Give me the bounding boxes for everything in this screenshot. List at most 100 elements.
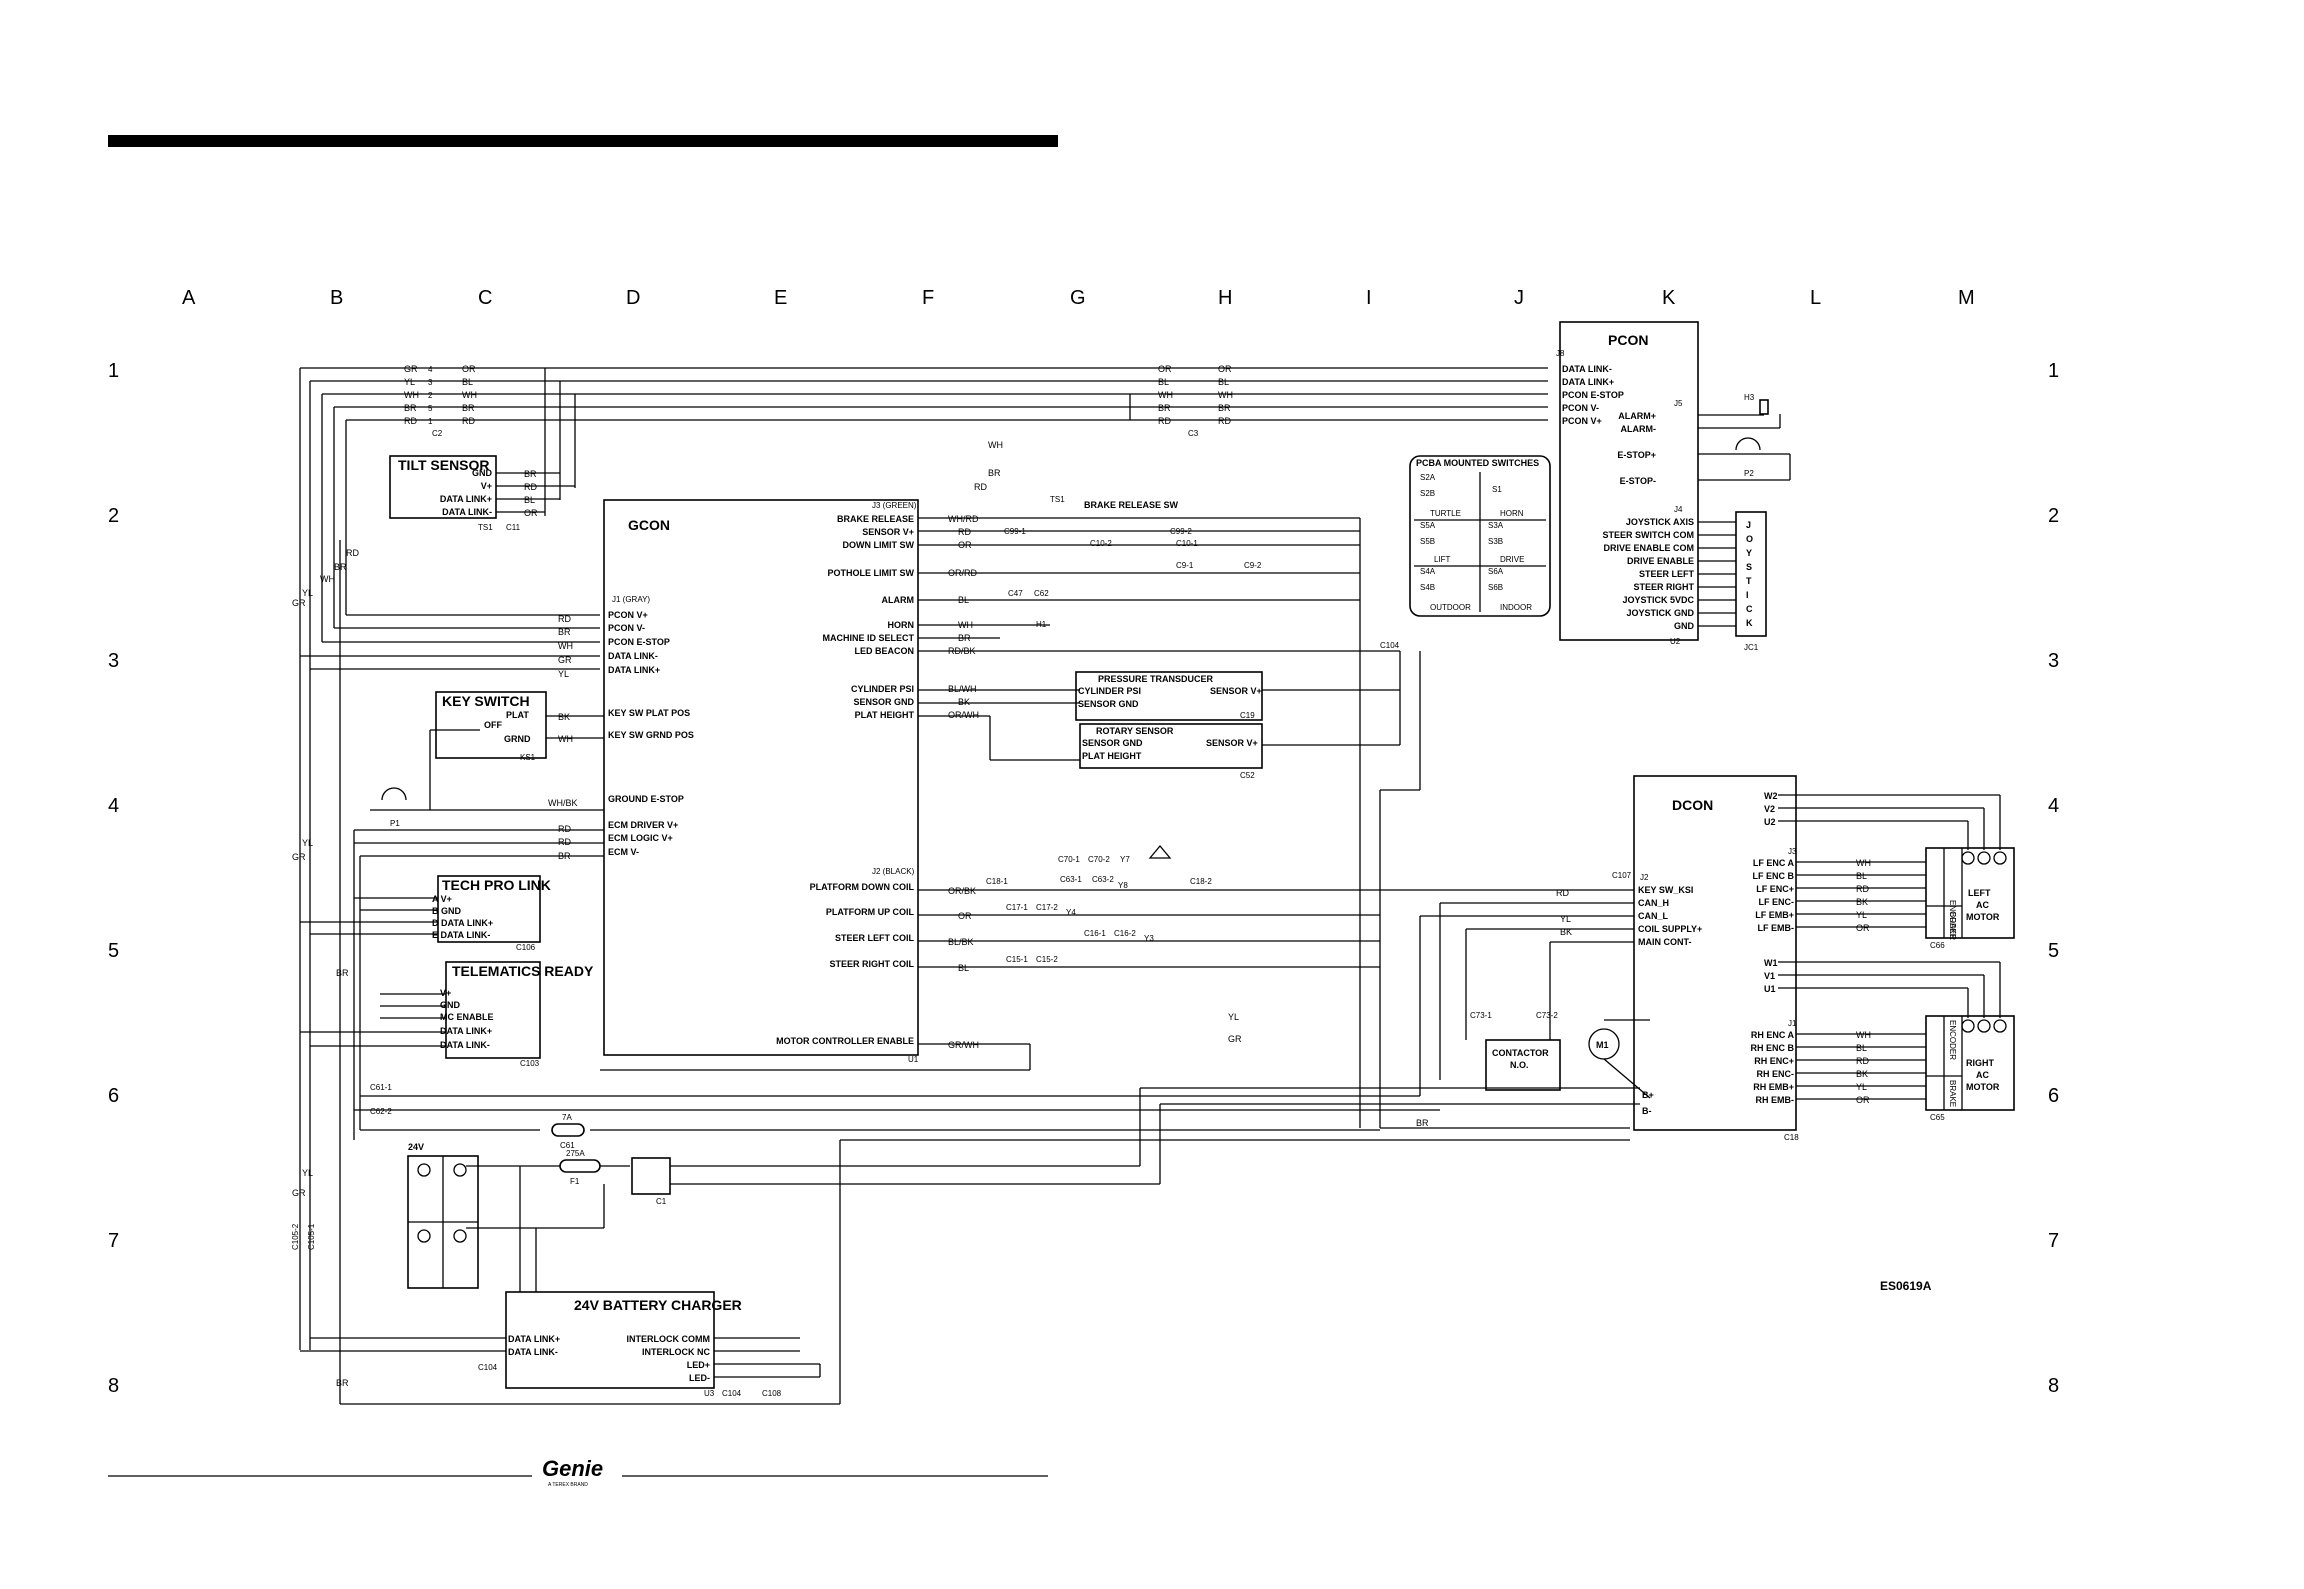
svg-text:S5A: S5A — [1420, 521, 1436, 530]
svg-text:COIL SUPPLY+: COIL SUPPLY+ — [1638, 924, 1702, 934]
svg-text:Y8: Y8 — [1118, 881, 1128, 890]
svg-text:P1: P1 — [390, 819, 400, 828]
svg-text:C66: C66 — [1930, 941, 1945, 950]
svg-text:GROUND E-STOP: GROUND E-STOP — [608, 794, 684, 804]
svg-text:W2: W2 — [1764, 791, 1778, 801]
svg-text:C103: C103 — [520, 1059, 540, 1068]
svg-text:RH ENC B: RH ENC B — [1750, 1043, 1794, 1053]
svg-text:LEFT: LEFT — [1968, 888, 1991, 898]
svg-text:MACHINE ID SELECT: MACHINE ID SELECT — [822, 633, 914, 643]
svg-text:DRIVE ENABLE COM: DRIVE ENABLE COM — [1603, 543, 1694, 553]
svg-text:ECM DRIVER V+: ECM DRIVER V+ — [608, 820, 678, 830]
svg-text:C104: C104 — [478, 1363, 498, 1372]
svg-text:C9-2: C9-2 — [1244, 561, 1262, 570]
svg-text:PLAT HEIGHT: PLAT HEIGHT — [1082, 751, 1142, 761]
svg-text:TECH PRO LINK: TECH PRO LINK — [442, 877, 551, 893]
connector-c3: OR BL WH BR RD OR BL WH BR RD C3 — [1158, 364, 1233, 438]
svg-text:RD: RD — [1856, 1056, 1869, 1066]
svg-text:ALARM-: ALARM- — [1621, 424, 1657, 434]
grid-row: 4 — [2048, 795, 2059, 817]
svg-text:U1: U1 — [1764, 984, 1776, 994]
svg-text:RD: RD — [524, 482, 537, 492]
svg-text:AC: AC — [1976, 1070, 1989, 1080]
svg-text:C17-1: C17-1 — [1006, 903, 1028, 912]
svg-text:PCON V+: PCON V+ — [1562, 416, 1602, 426]
svg-text:MOTOR: MOTOR — [1966, 1082, 2000, 1092]
svg-text:KEY SWITCH: KEY SWITCH — [442, 693, 530, 709]
svg-text:GCON: GCON — [628, 517, 670, 533]
svg-text:CAN_L: CAN_L — [1638, 911, 1669, 921]
connector-c2: GR YL WH BR RD 4 3 2 5 1 OR BL WH BR RD … — [404, 364, 477, 438]
svg-text:Y: Y — [1746, 548, 1752, 558]
svg-text:C1: C1 — [656, 1197, 667, 1206]
svg-text:C108: C108 — [762, 1389, 782, 1398]
svg-text:C99-2: C99-2 — [1170, 527, 1192, 536]
svg-text:KEY SW GRND POS: KEY SW GRND POS — [608, 730, 694, 740]
grid-col: C — [478, 287, 492, 309]
svg-text:P2: P2 — [1744, 469, 1754, 478]
svg-text:DATA LINK+: DATA LINK+ — [508, 1334, 560, 1344]
svg-text:RD: RD — [558, 614, 571, 624]
svg-text:RD: RD — [346, 548, 359, 558]
svg-text:BR: BR — [988, 468, 1001, 478]
svg-text:C15-1: C15-1 — [1006, 955, 1028, 964]
svg-text:M1: M1 — [1596, 1040, 1609, 1050]
grid-col: K — [1662, 287, 1676, 309]
svg-text:MAIN CONT-: MAIN CONT- — [1638, 937, 1692, 947]
svg-text:TILT SENSOR: TILT SENSOR — [398, 457, 490, 473]
svg-text:WH/BK: WH/BK — [548, 798, 578, 808]
svg-text:C63-1: C63-1 — [1060, 875, 1082, 884]
svg-text:GR: GR — [292, 852, 306, 862]
contactor: CONTACTOR N.O. C73-1 C73-2 — [1465, 1011, 1561, 1091]
svg-text:SENSOR V+: SENSOR V+ — [862, 527, 914, 537]
svg-text:AC: AC — [1976, 900, 1989, 910]
grid-rows-right: 1 2 3 4 5 6 7 8 — [2048, 360, 2059, 1397]
top-bus — [299, 367, 1548, 1350]
gcon-module: GCON J1 (GRAY) PCON V+ PCON V- PCON E-ST… — [548, 499, 979, 1064]
svg-text:OR: OR — [1158, 364, 1172, 374]
svg-text:BK: BK — [558, 712, 570, 722]
svg-text:LED BEACON: LED BEACON — [854, 646, 914, 656]
svg-text:WH: WH — [558, 734, 573, 744]
key-switch: KEY SWITCH PLAT OFF GRND KS1 — [429, 691, 604, 810]
svg-text:YL: YL — [1856, 1082, 1867, 1092]
svg-text:C52: C52 — [1240, 771, 1255, 780]
svg-text:S2B: S2B — [1420, 489, 1435, 498]
svg-text:WH: WH — [1158, 390, 1173, 400]
svg-text:PLATFORM DOWN COIL: PLATFORM DOWN COIL — [810, 882, 915, 892]
svg-text:BR: BR — [1158, 403, 1171, 413]
svg-text:PCON V-: PCON V- — [1562, 403, 1599, 413]
svg-text:YL: YL — [558, 669, 569, 679]
svg-text:BR: BR — [462, 403, 475, 413]
grid-col: F — [922, 287, 934, 309]
svg-text:C15-2: C15-2 — [1036, 955, 1058, 964]
svg-text:BR: BR — [524, 469, 537, 479]
svg-text:C62: C62 — [1034, 589, 1049, 598]
svg-text:J4: J4 — [1674, 505, 1683, 514]
svg-text:MC ENABLE: MC ENABLE — [440, 1012, 494, 1022]
svg-text:S5B: S5B — [1420, 537, 1435, 546]
svg-text:YL: YL — [1856, 910, 1867, 920]
genie-logo-sub: A TEREX BRAND — [548, 1482, 588, 1488]
svg-text:C106: C106 — [516, 943, 536, 952]
svg-text:C65: C65 — [1930, 1113, 1945, 1122]
grid-row: 7 — [2048, 1230, 2059, 1252]
svg-text:DATA LINK-: DATA LINK- — [440, 1040, 490, 1050]
svg-text:OR/BK: OR/BK — [948, 886, 976, 896]
svg-text:CAN_H: CAN_H — [1638, 898, 1669, 908]
svg-text:CYLINDER PSI: CYLINDER PSI — [1078, 686, 1141, 696]
svg-text:Y7: Y7 — [1120, 855, 1130, 864]
svg-text:S2A: S2A — [1420, 473, 1436, 482]
svg-text:TELEMATICS READY: TELEMATICS READY — [452, 963, 594, 979]
grid-row: 1 — [2048, 360, 2059, 382]
svg-text:PCON: PCON — [1608, 332, 1648, 348]
dcon-j2-wires — [354, 889, 1634, 1111]
grid-row: 5 — [2048, 940, 2059, 962]
svg-text:RD: RD — [404, 416, 417, 426]
svg-text:GND: GND — [1674, 621, 1695, 631]
svg-text:RH EMB+: RH EMB+ — [1753, 1082, 1794, 1092]
svg-text:INTERLOCK COMM: INTERLOCK COMM — [627, 1334, 711, 1344]
svg-text:ENCODER: ENCODER — [1948, 1020, 1957, 1060]
svg-text:5: 5 — [428, 404, 433, 413]
